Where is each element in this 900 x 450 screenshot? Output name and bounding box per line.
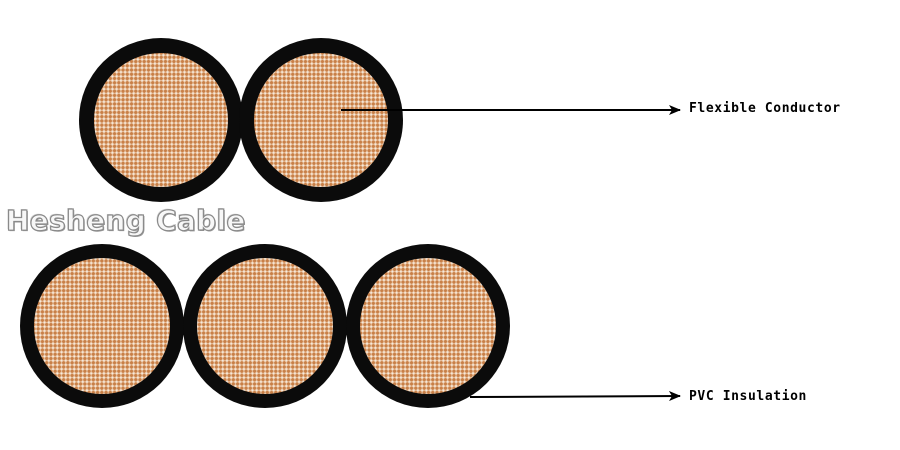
two-core-cable <box>79 38 403 202</box>
watermark-text: Hesheng Cable <box>5 203 246 237</box>
core-conductor <box>34 258 170 394</box>
flexible-conductor-label: Flexible Conductor <box>689 101 841 116</box>
insulation-callout-arrow <box>469 391 681 402</box>
three-core-cable <box>20 244 510 408</box>
core-conductor <box>360 258 496 394</box>
core-conductor <box>197 258 333 394</box>
pvc-insulation-label: PVC Insulation <box>689 389 807 404</box>
core-conductor <box>94 53 228 187</box>
core-conductor <box>254 53 388 187</box>
